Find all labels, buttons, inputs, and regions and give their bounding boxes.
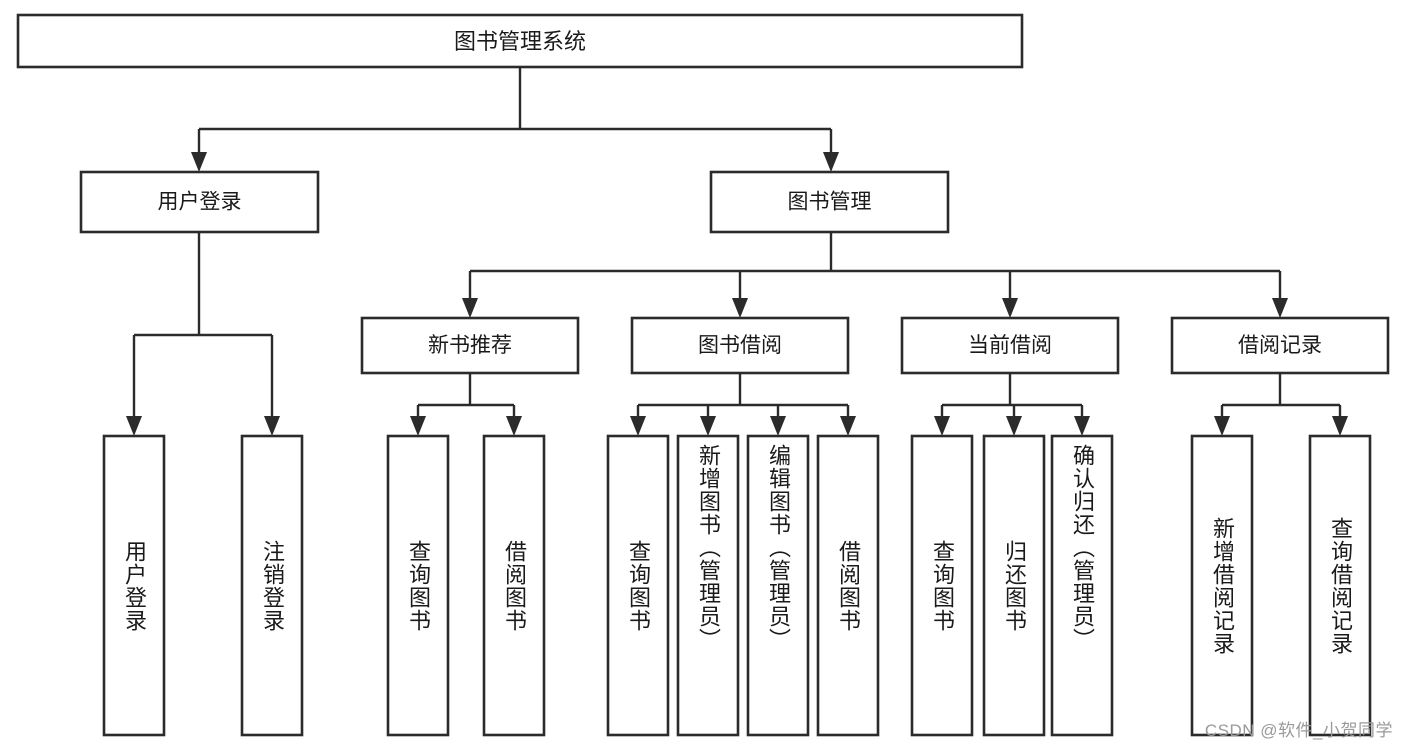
leaf-box-confirm-return-admin[interactable] <box>1050 434 1114 737</box>
connector-new-book-rec-to-leaves <box>410 373 522 436</box>
node-book-management[interactable]: 图书管理 <box>709 170 950 234</box>
node-book-borrow[interactable]: 图书借阅 <box>630 316 850 375</box>
csdn-watermark: CSDN @软件_小贺同学 <box>1204 721 1393 740</box>
leaf-box-add-borrow-record[interactable] <box>1190 434 1254 737</box>
leaf-box-query-book-rec[interactable] <box>386 434 450 737</box>
connector-user-login-to-leaves <box>126 232 280 436</box>
node-current-borrow[interactable]: 当前借阅 <box>900 316 1120 375</box>
node-borrow-record[interactable]: 借阅记录 <box>1170 316 1390 375</box>
connector-book-manage-to-level3 <box>462 232 1288 318</box>
leaf-boxes <box>102 434 1372 737</box>
connector-book-borrow-to-leaves <box>630 373 856 436</box>
node-user-login-label: 用户登录 <box>158 191 242 214</box>
leaf-box-borrow-book[interactable] <box>816 434 880 737</box>
node-user-login[interactable]: 用户登录 <box>79 170 320 234</box>
connector-current-borrow-to-leaves <box>934 373 1090 436</box>
leaf-box-add-book-admin[interactable] <box>676 434 740 737</box>
node-book-management-label: 图书管理 <box>788 191 872 214</box>
node-new-book-recommend-label: 新书推荐 <box>428 334 512 357</box>
leaf-box-query-book-borrow[interactable] <box>606 434 670 737</box>
connector-borrow-record-to-leaves <box>1214 373 1348 436</box>
leaf-box-query-book-current[interactable] <box>910 434 974 737</box>
leaf-box-return-book[interactable] <box>982 434 1046 737</box>
node-new-book-recommend[interactable]: 新书推荐 <box>360 316 580 375</box>
node-root-system[interactable]: 图书管理系统 <box>16 13 1024 69</box>
node-borrow-record-label: 借阅记录 <box>1238 334 1322 357</box>
leaf-box-edit-book-admin[interactable] <box>746 434 810 737</box>
node-root-label: 图书管理系统 <box>454 29 586 54</box>
node-current-borrow-label: 当前借阅 <box>968 334 1052 357</box>
connector-root-to-level2 <box>191 67 839 172</box>
leaf-box-borrow-book-rec[interactable] <box>482 434 546 737</box>
leaf-box-query-borrow-record[interactable] <box>1308 434 1372 737</box>
leaf-box-logout[interactable] <box>240 434 304 737</box>
leaf-box-user-login[interactable] <box>102 434 166 737</box>
node-book-borrow-label: 图书借阅 <box>698 334 782 357</box>
